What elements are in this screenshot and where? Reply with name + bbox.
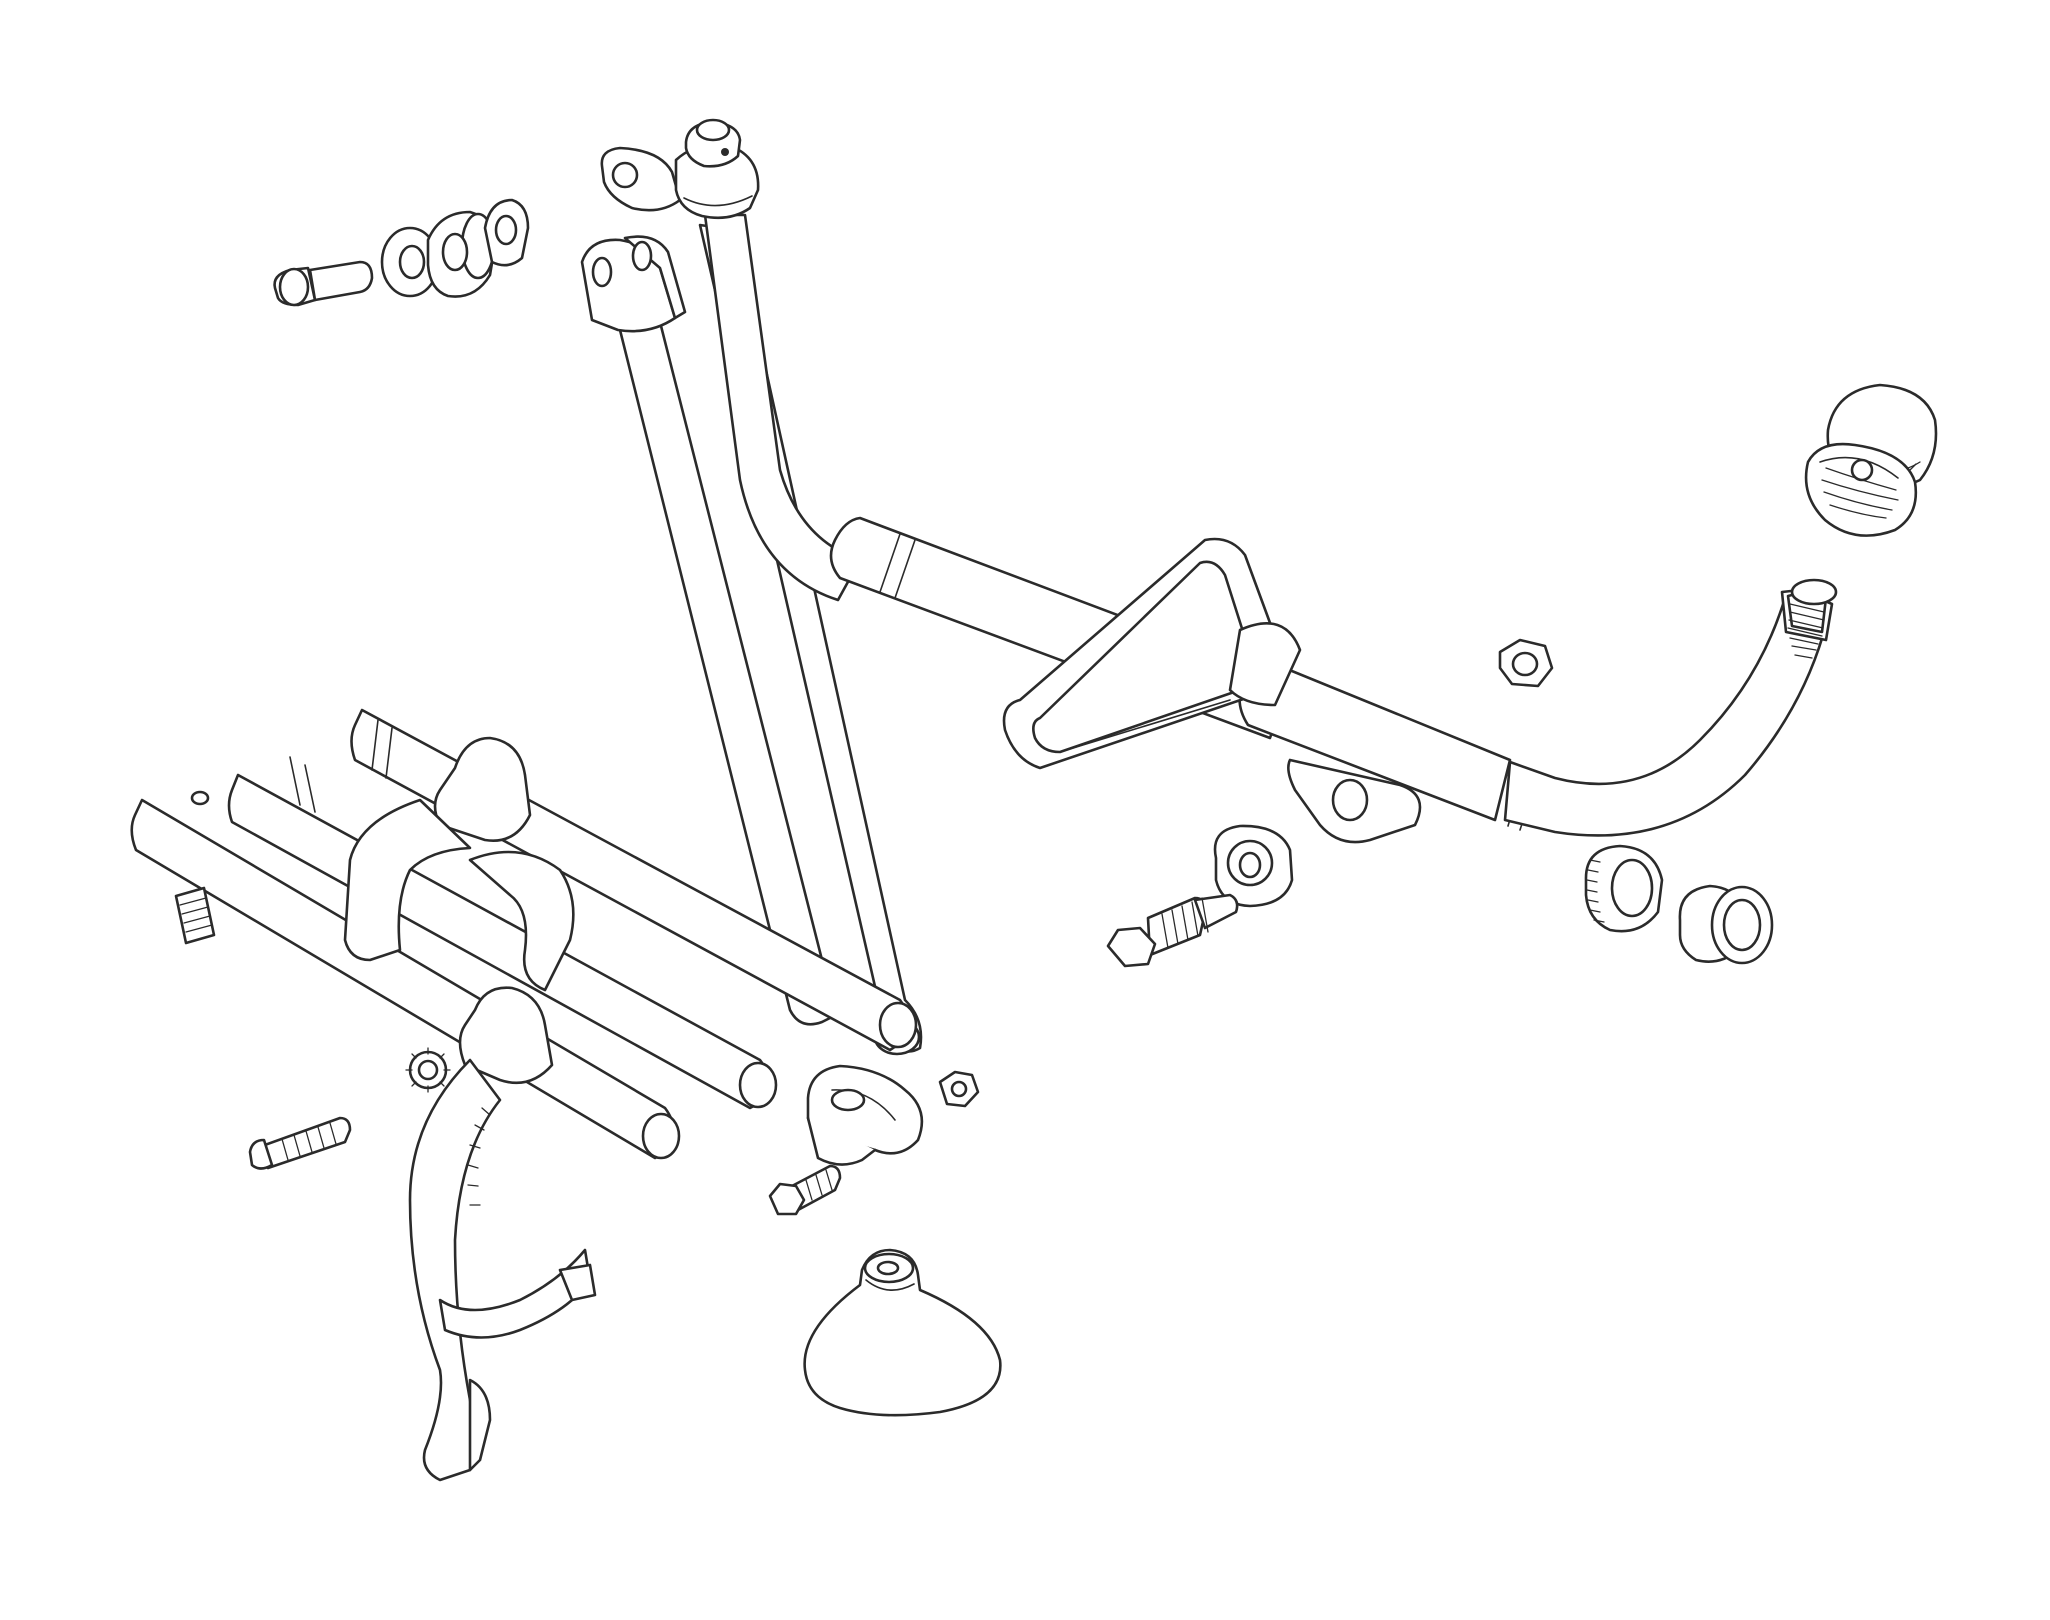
lever-mount-plate [1287,758,1422,844]
clevis-eye [483,198,530,267]
rail-clamp [806,1064,924,1166]
hex-bolt [1106,893,1239,968]
shift-fork-upper [343,736,575,992]
bushing-center [1213,824,1294,908]
upper-linkage-ball-joint [600,118,760,220]
pin-bolt [273,260,374,307]
detent-screw [248,1116,352,1170]
rubber-boot [803,1248,1002,1417]
clamp-bolt [768,1164,842,1216]
washer [380,226,440,298]
flanged-bushing [1678,884,1774,965]
lever-base-bracket [1002,537,1302,770]
knob-insert [1804,442,1918,537]
small-gear [405,1047,451,1093]
hex-nut-right [1498,638,1554,688]
shift-fork-large [408,986,597,1482]
hex-nut-small [938,1070,980,1108]
set-screw [174,886,216,945]
upper-linkage-clevis [580,235,687,333]
splined-bushing [1584,844,1664,933]
